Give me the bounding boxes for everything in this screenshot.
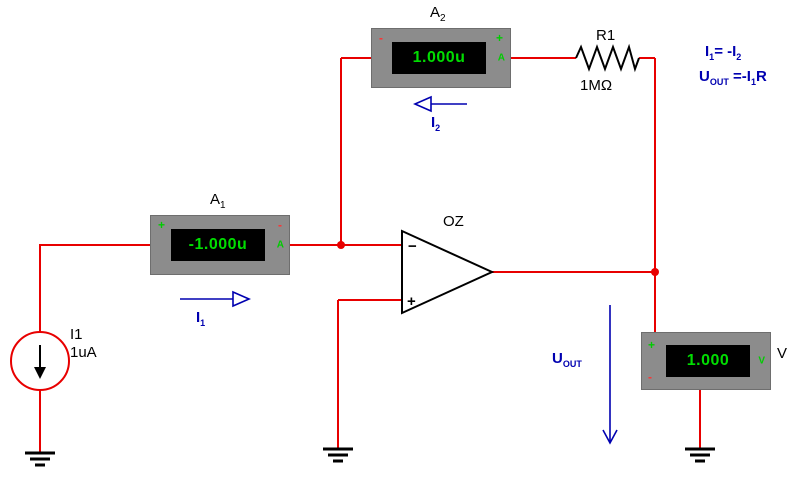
voltmeter-unit-mark: V: [758, 355, 765, 367]
junction-dot: [337, 241, 345, 249]
current-arrow-i2: [413, 95, 467, 113]
voltmeter[interactable]: + - 1.000 V: [641, 332, 771, 390]
ammeter-a2-reading: 1.000u: [412, 49, 466, 66]
ground-icon[interactable]: [25, 451, 55, 467]
current-source-arrow-head: [34, 367, 46, 379]
ammeter-unit-mark: A: [276, 239, 284, 251]
current-arrow-i1: [180, 290, 251, 308]
polarity-minus-mark: -: [379, 31, 383, 45]
current-source-name: I1: [70, 326, 83, 343]
uout-arrow-label: UOUT: [552, 350, 582, 369]
resistor-r1-symbol[interactable]: [575, 43, 640, 73]
ammeter-a2-display: 1.000u: [392, 42, 486, 74]
opamp-inverting-mark: −: [408, 238, 417, 255]
resistor-value: 1MΩ: [580, 77, 613, 94]
i1-arrow-label: I1: [196, 309, 206, 328]
resistor-name: R1: [596, 27, 616, 44]
ammeter-a2-label: A2: [430, 4, 446, 24]
ammeter-a1-label: A1: [210, 191, 226, 211]
equation-output-voltage: UOUT =-I1R: [699, 68, 767, 87]
current-source-value: 1uA: [70, 344, 97, 361]
equation-current-relation: I1= -I2: [705, 43, 742, 62]
ammeter-a1-reading: -1.000u: [188, 236, 248, 253]
polarity-minus-mark: -: [278, 218, 282, 232]
ammeter-a1[interactable]: + - -1.000u A: [150, 215, 290, 275]
ammeter-a1-display: -1.000u: [171, 229, 265, 261]
opamp-name: OZ: [443, 213, 464, 230]
voltmeter-label: V: [777, 345, 788, 362]
uout-arrow: [602, 305, 618, 445]
voltmeter-display: 1.000: [666, 345, 750, 377]
polarity-minus-mark: -: [648, 370, 652, 384]
opamp-noninverting-mark: +: [407, 293, 416, 310]
opamp-symbol[interactable]: [401, 229, 495, 315]
ammeter-unit-mark: A: [497, 52, 505, 64]
polarity-plus-mark: +: [495, 31, 503, 45]
junction-dot: [651, 268, 659, 276]
ground-icon[interactable]: [323, 447, 353, 463]
i2-arrow-label: I2: [431, 114, 441, 133]
ground-icon[interactable]: [685, 447, 715, 463]
ammeter-a2[interactable]: - + 1.000u A: [371, 28, 511, 88]
polarity-plus-mark: +: [158, 218, 166, 232]
polarity-plus-mark: +: [648, 338, 656, 352]
voltmeter-reading: 1.000: [686, 352, 730, 369]
